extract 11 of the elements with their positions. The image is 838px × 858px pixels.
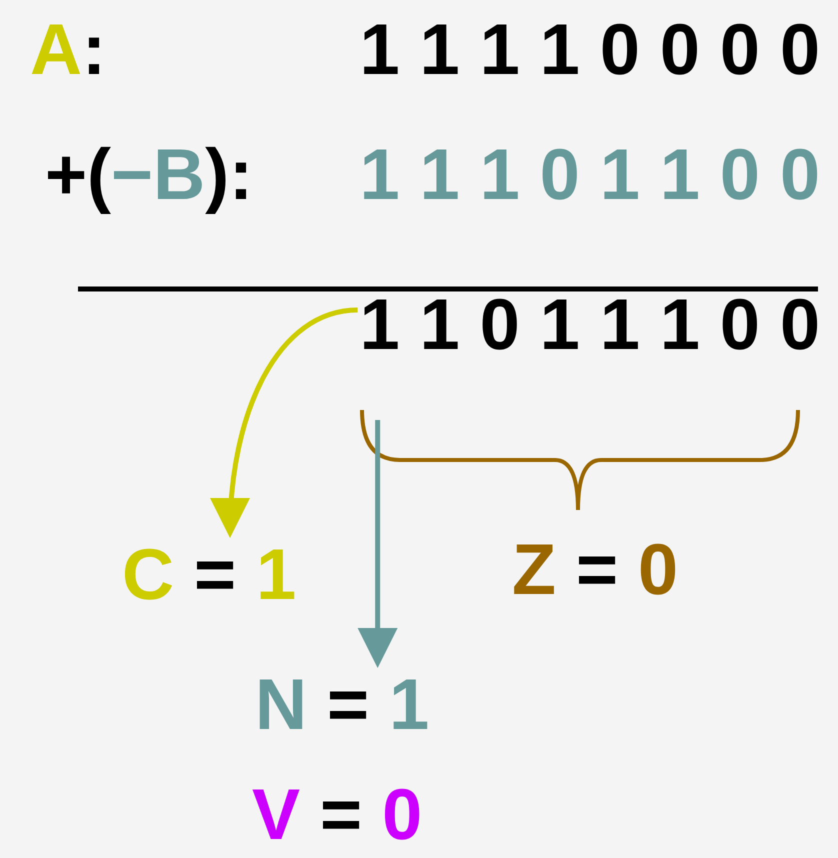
flag-value: N = 1	[255, 665, 430, 745]
flag-value: V = 0	[252, 775, 422, 855]
flag-value: Z = 0	[512, 530, 678, 610]
binary-number: 1 1 1 0 1 1 0 0	[360, 135, 820, 215]
flag-value: C = 1	[122, 535, 296, 615]
binary-number: 1 1 1 1 0 0 0 0	[360, 10, 820, 90]
arrow	[211, 308, 358, 538]
operand-label: +(−B):	[45, 135, 254, 215]
arrow	[358, 420, 398, 668]
binary-result: 1 1 0 1 1 1 0 0	[360, 285, 820, 365]
operand-label: A:	[30, 10, 106, 90]
